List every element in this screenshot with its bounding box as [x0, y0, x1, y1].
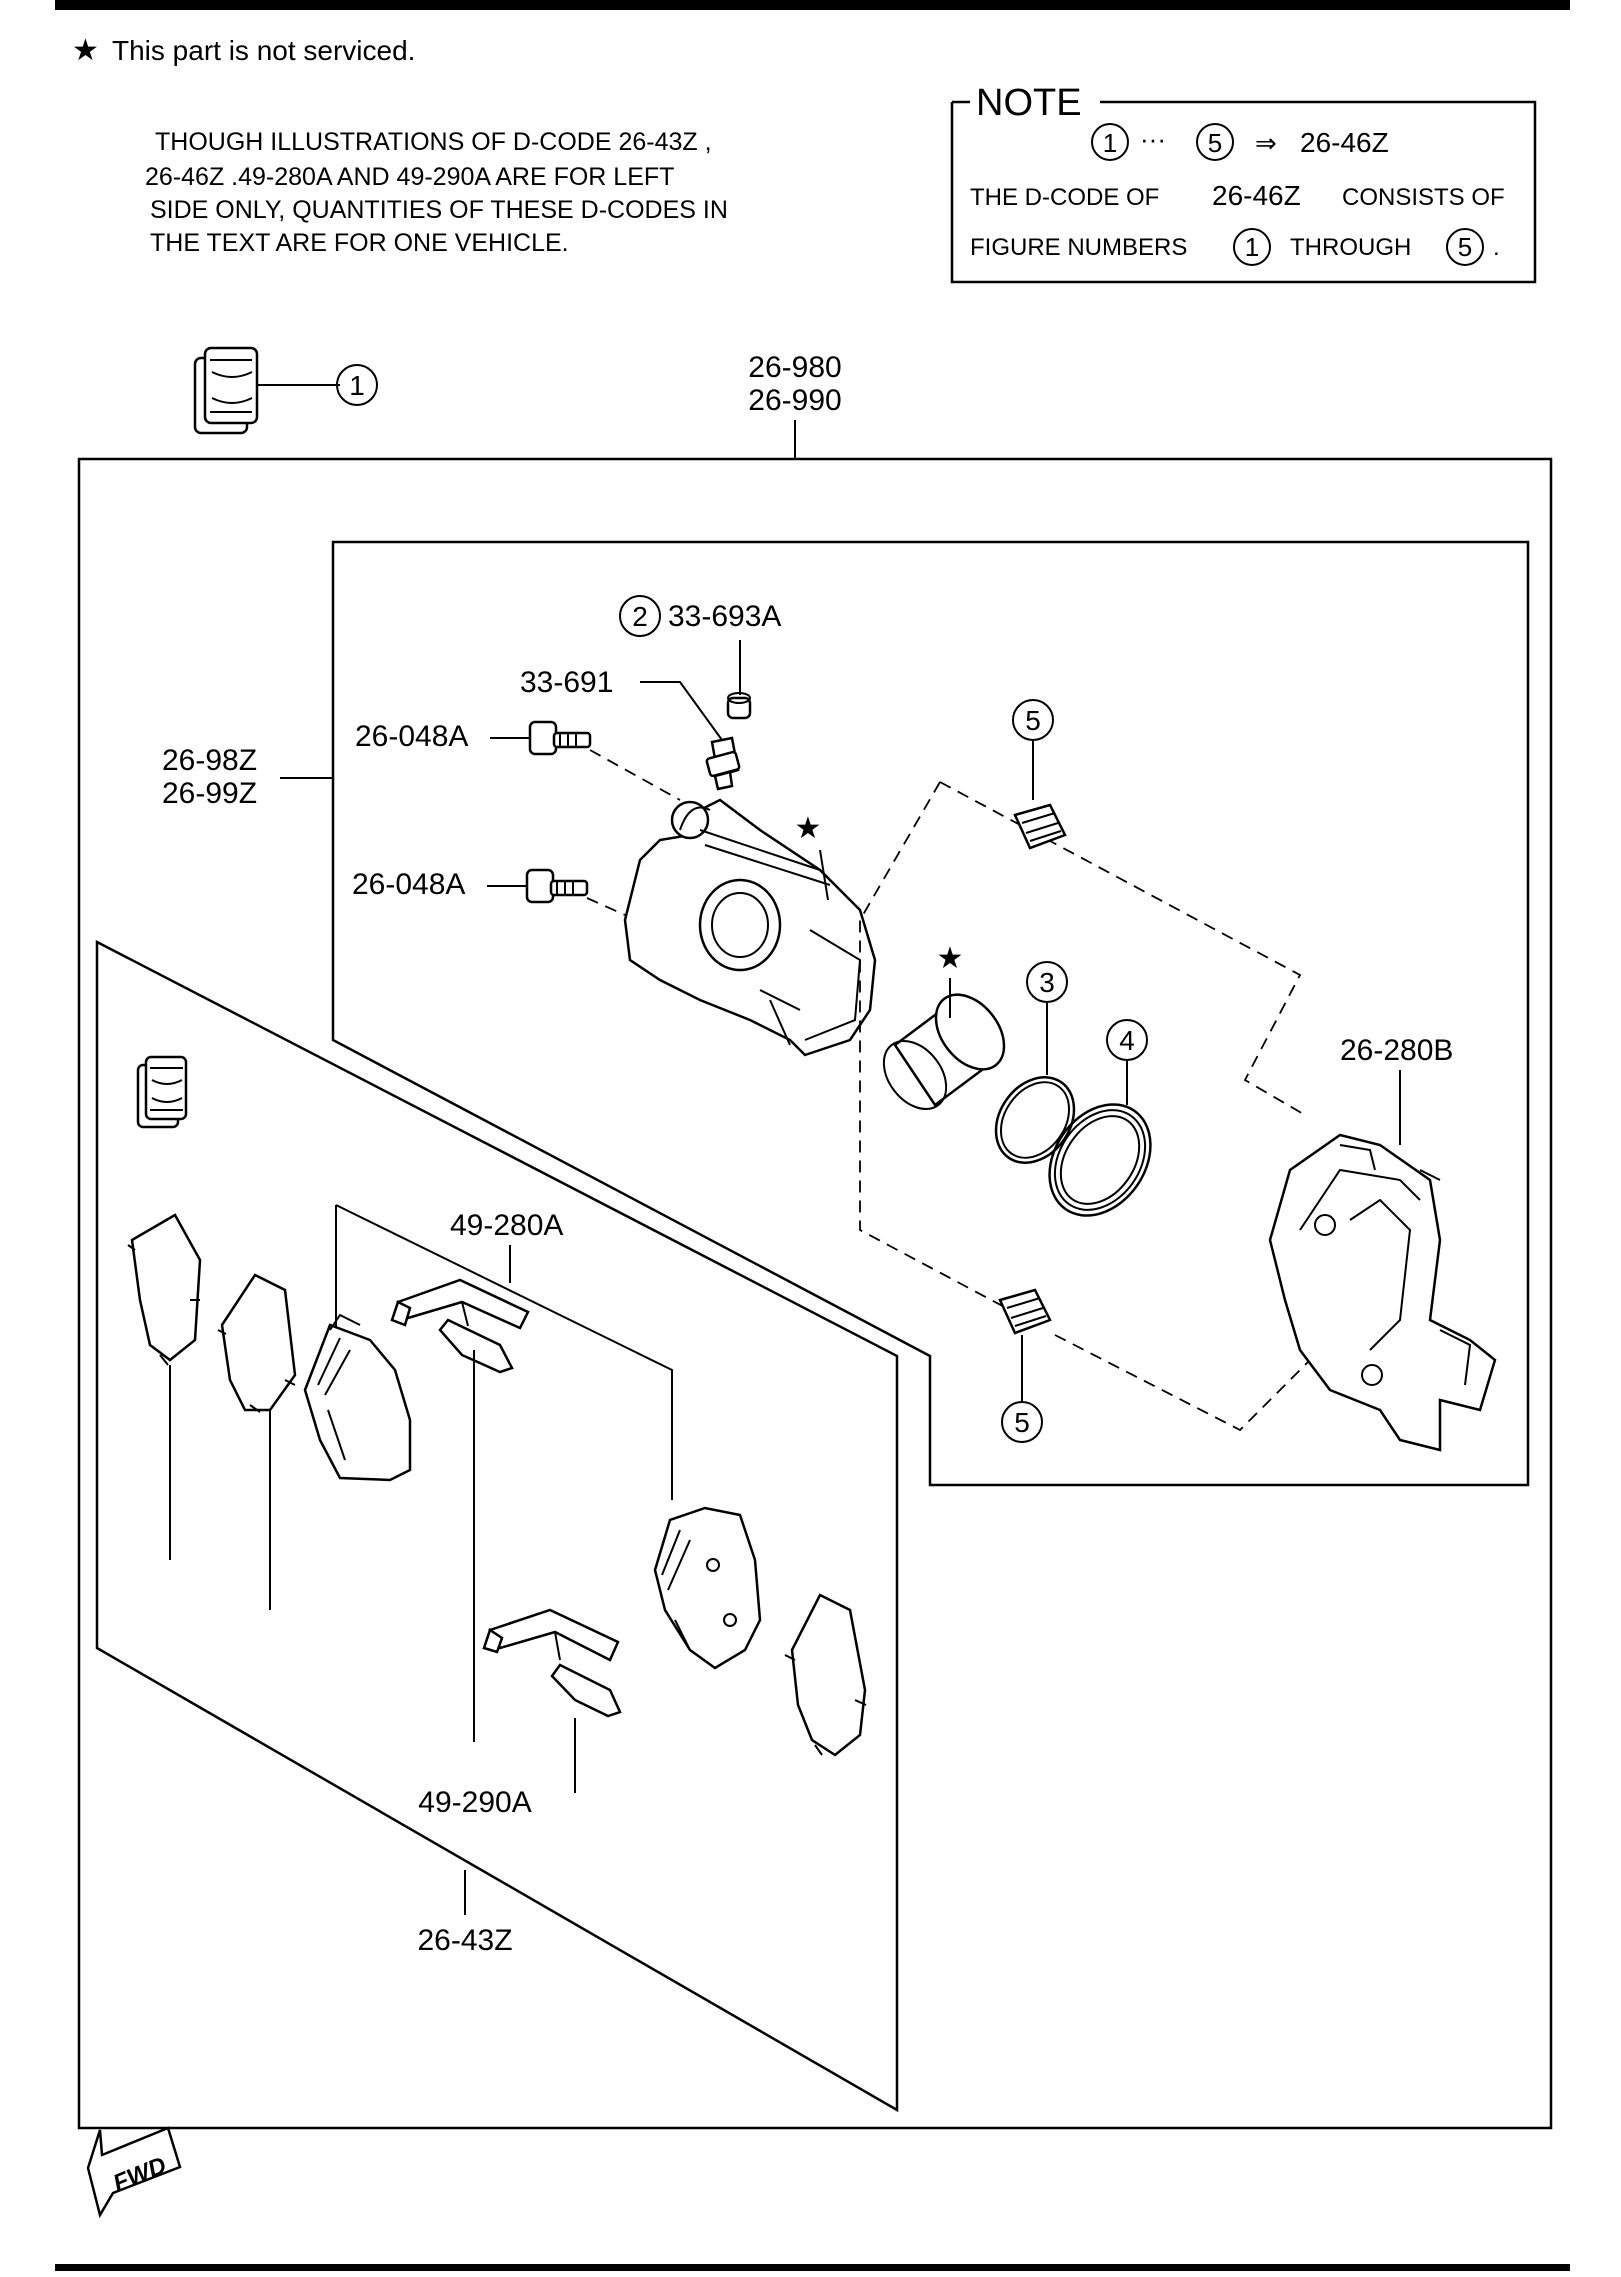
- grease-packet-pad-kit-icon: [136, 1055, 188, 1129]
- bleeder-screw-icon: [705, 736, 741, 791]
- brake-pad-left-icon: [303, 1313, 412, 1482]
- caliper-frame: [331, 540, 1530, 1487]
- assembly-frame: [77, 457, 1553, 2130]
- intro-text: THOUGH ILLUSTRATIONS OF D-CODE 26-43Z , …: [145, 128, 728, 257]
- bottom-rule: [55, 2264, 1570, 2271]
- star-marker-caliper: ★: [795, 812, 822, 845]
- callout-2-circle: [619, 595, 661, 637]
- guide-bolt-upper-icon: [528, 720, 592, 756]
- note-line3-from: 1: [1245, 232, 1259, 262]
- shim-frame: [335, 1204, 673, 1500]
- label-bolt-upper: 26-048A: [355, 720, 468, 753]
- seal-envelope: [939, 781, 1306, 1116]
- note-line3-mid: THROUGH: [1290, 234, 1411, 261]
- bleeder-cap-icon: [726, 692, 752, 720]
- top-rule: [55, 0, 1570, 10]
- callout-4: 4: [1119, 1025, 1135, 1056]
- note-range-code: 26-46Z: [1300, 127, 1389, 158]
- callout-5b: 5: [1014, 1407, 1030, 1438]
- note-title: NOTE: [976, 82, 1082, 124]
- fwd-arrow-icon: FWD: [86, 2126, 182, 2219]
- boot-upper-icon: [1013, 803, 1067, 850]
- note-box: NOTE 1 ··· 5 ⇒ 26-46Z THE D-CODE OF 26-4…: [950, 82, 1537, 284]
- piston-seal-icon: [994, 1076, 1076, 1164]
- label-bracket: 26-280B: [1340, 1034, 1453, 1067]
- callout-5a: 5: [1025, 705, 1041, 736]
- note-line2-b: CONSISTS OF: [1342, 184, 1505, 211]
- grease-packet-icon: [193, 346, 340, 435]
- callout-1: 1: [349, 370, 365, 401]
- callout-1-circle: [336, 364, 378, 406]
- piston-icon: [882, 993, 1006, 1110]
- callout-2: 2: [632, 601, 648, 632]
- note-range-start: 1: [1103, 128, 1117, 158]
- intro-line-1: THOUGH ILLUSTRATIONS OF D-CODE 26-43Z ,: [155, 128, 712, 156]
- label-assembly-2: 26-990: [748, 384, 841, 417]
- label-assembly-1: 26-980: [748, 351, 841, 384]
- label-shim-upper: 49-280A: [450, 1209, 563, 1242]
- note-line3-to: 5: [1458, 232, 1472, 262]
- note-range-dots: ···: [1140, 124, 1166, 154]
- anti-squeal-shim-outer-left-icon: [127, 1213, 202, 1366]
- legend-text: This part is not serviced.: [112, 35, 415, 66]
- dust-seal-icon: [1048, 1103, 1152, 1217]
- guide-bolt-lower-icon: [525, 868, 589, 904]
- label-pad-kit: 26-43Z: [417, 1924, 512, 1957]
- shim-clip-upper-icon: [390, 1278, 530, 1374]
- boot-lower-icon: [998, 1288, 1052, 1335]
- label-bleeder: 33-691: [520, 666, 613, 699]
- caliper-bracket-icon: [1268, 1133, 1497, 1452]
- anti-squeal-shim-inner-left-icon: [217, 1273, 297, 1413]
- note-range-end: 5: [1208, 128, 1222, 158]
- note-line3-a: FIGURE NUMBERS: [970, 234, 1187, 261]
- intro-line-4: THE TEXT ARE FOR ONE VEHICLE.: [150, 229, 569, 257]
- shim-clip-lower-icon: [482, 1608, 622, 1718]
- note-line2-code: 26-46Z: [1212, 180, 1301, 211]
- star-marker-piston: ★: [937, 942, 964, 975]
- caliper-body-icon: [623, 798, 877, 1057]
- intro-line-3: SIDE ONLY, QUANTITIES OF THESE D-CODES I…: [150, 196, 728, 224]
- note-line3-end: .: [1493, 234, 1500, 261]
- legend-star-icon: ★: [72, 34, 99, 67]
- intro-line-2: 26-46Z .49-280A AND 49-290A ARE FOR LEFT: [145, 163, 674, 191]
- brake-pad-right-icon: [653, 1506, 762, 1670]
- label-cap: 33-693A: [668, 600, 781, 633]
- callout-3: 3: [1039, 967, 1055, 998]
- pad-kit-frame: [95, 939, 899, 2113]
- anti-squeal-shim-right-icon: [784, 1593, 867, 1757]
- note-line2-a: THE D-CODE OF: [970, 184, 1159, 211]
- label-shim-lower: 49-290A: [418, 1786, 531, 1819]
- label-caliper-left-1: 26-98Z: [162, 744, 257, 777]
- label-bolt-lower: 26-048A: [352, 868, 465, 901]
- label-caliper-left-2: 26-99Z: [162, 777, 257, 810]
- note-arrow: ⇒: [1255, 128, 1277, 158]
